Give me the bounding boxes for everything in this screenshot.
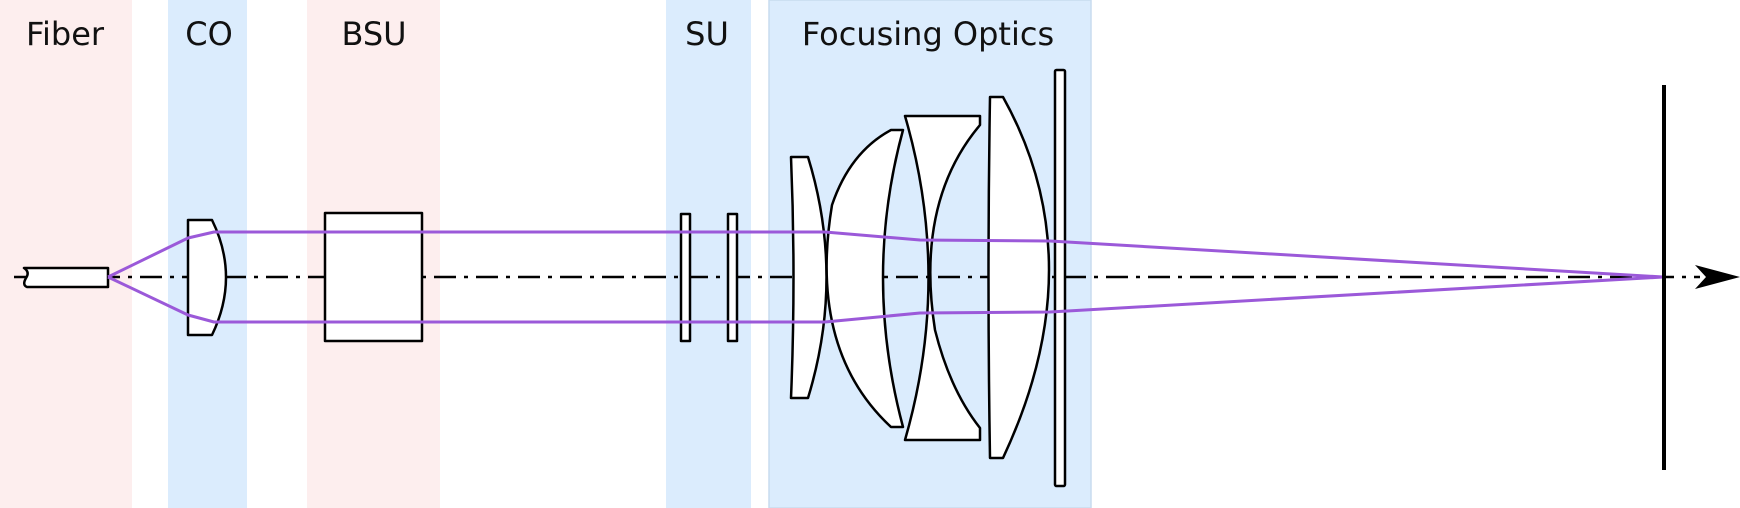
su-plate-2 — [726, 212, 739, 343]
su-label: SU — [685, 15, 729, 53]
fiber-label: Fiber — [26, 15, 105, 53]
bsu-label: BSU — [341, 15, 406, 53]
su-plate-1 — [679, 212, 692, 343]
fiber-section-band — [0, 0, 132, 508]
focusing-lens-2 — [825, 128, 905, 429]
optical-axis-arrowhead — [1695, 265, 1740, 289]
focusing-optics-label: Focusing Optics — [802, 15, 1054, 53]
co-label: CO — [185, 15, 233, 53]
lower-marginal-ray — [107, 275, 1664, 324]
image-plane — [1662, 85, 1666, 470]
upper-marginal-ray — [107, 230, 1664, 279]
focusing-window-plate — [1053, 68, 1067, 488]
collimator-lens — [186, 218, 228, 337]
focusing-lens-4 — [987, 95, 1051, 460]
focusing-lens-1 — [789, 155, 828, 400]
focusing-lens-3 — [903, 114, 982, 442]
beam-splitter-cube — [323, 211, 424, 343]
fiber-end — [22, 266, 110, 289]
